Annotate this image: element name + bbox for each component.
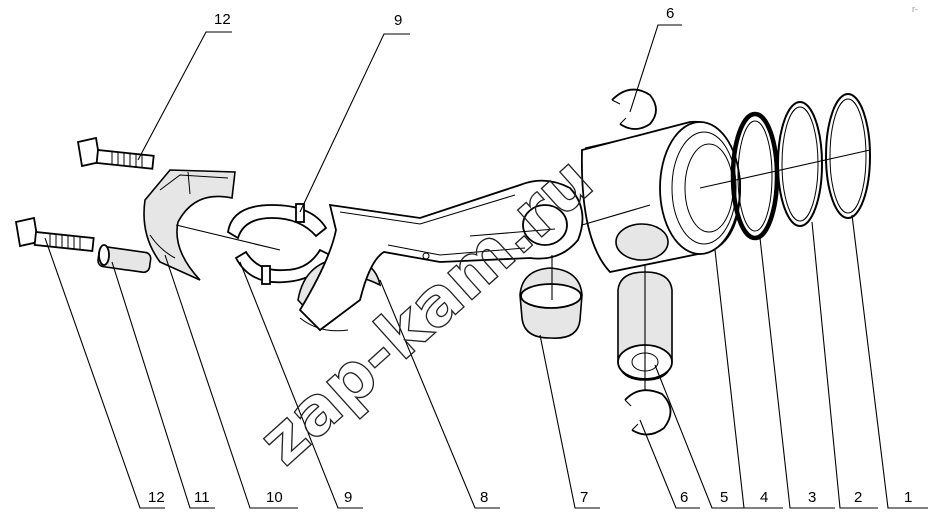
callout-1: 1 [904,489,912,506]
piston-pin [617,265,673,395]
retaining-ring-upper [611,88,657,130]
callout-8: 8 [480,489,488,506]
rod-cap [143,169,281,281]
callout-6-bottom: 6 [680,489,688,506]
connecting-rod [298,179,584,332]
bearing-shell-upper [227,203,332,285]
compression-ring-2 [777,101,823,227]
callout-6-top: 6 [666,5,674,22]
compression-ring-3 [730,111,780,241]
callout-7: 7 [580,489,588,506]
leader-lines [44,24,928,509]
callout-12-top: 12 [214,11,231,28]
callout-12-bottom: 12 [148,489,165,506]
dowel-sleeve [97,244,152,274]
callout-4: 4 [760,489,768,506]
retaining-ring-lower [624,389,672,436]
piston [580,120,741,273]
callout-5: 5 [720,489,728,506]
callout-11: 11 [194,489,210,506]
oil-ring-1 [825,93,871,219]
corner-mark: r- [912,4,918,14]
callout-9-bottom: 9 [344,489,352,506]
callout-3: 3 [808,489,816,506]
callout-10: 10 [266,489,283,506]
callout-9-top: 9 [394,12,402,29]
callout-2: 2 [854,489,862,506]
bolt-upper [76,136,155,170]
small-end-bushing [519,255,583,339]
bolt-lower [14,216,95,252]
